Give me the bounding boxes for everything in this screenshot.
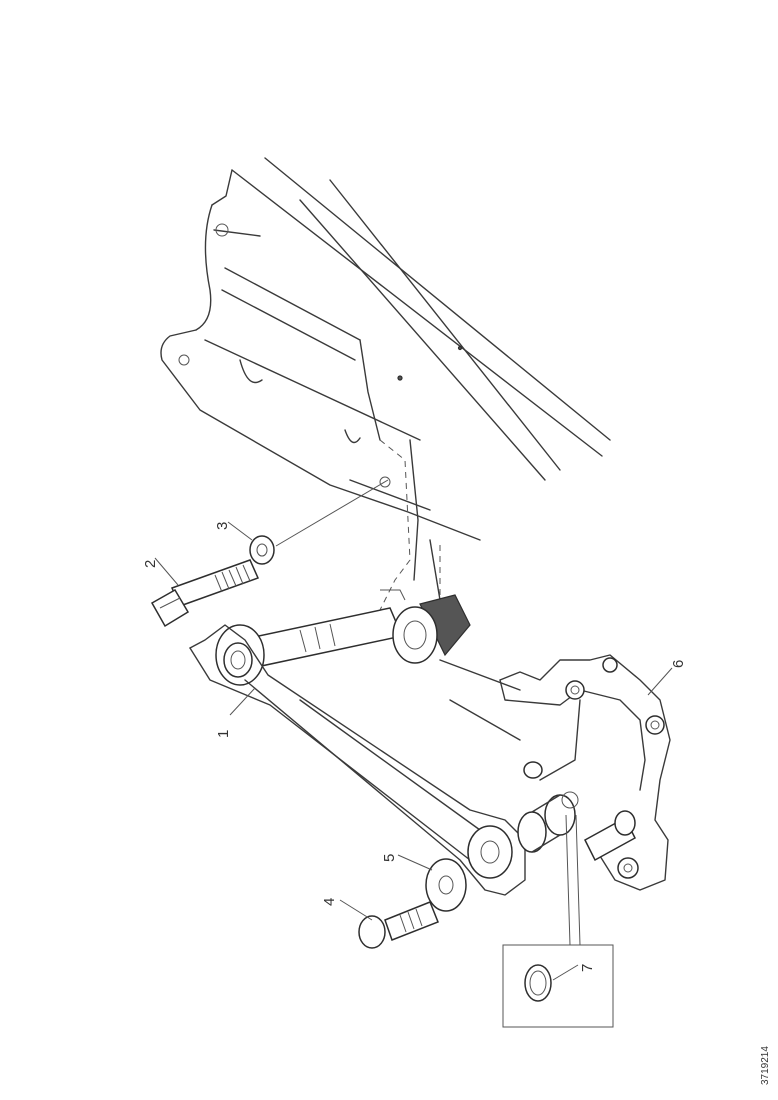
bolt-4	[358, 901, 439, 949]
control-arm-1	[189, 624, 526, 896]
callout-4: 4	[321, 898, 338, 906]
callout-leaders	[154, 521, 673, 921]
bracket-6	[439, 654, 671, 891]
washer-3	[249, 535, 275, 565]
link-rod	[215, 594, 471, 686]
detail-inset-7	[502, 814, 614, 1028]
callout-3: 3	[214, 522, 231, 530]
callout-6: 6	[670, 660, 687, 668]
callout-5: 5	[381, 854, 398, 862]
washer-5	[425, 858, 467, 912]
mounting-bracket	[379, 439, 441, 611]
bolt-2	[150, 559, 260, 628]
callout-7: 7	[579, 964, 596, 972]
lower-bushing	[517, 791, 579, 853]
callout-1: 1	[215, 730, 232, 738]
callout-2: 2	[142, 560, 159, 568]
reference-number: 3719214	[760, 1046, 771, 1085]
frame-rail	[160, 157, 611, 601]
bolt-leader-line	[275, 479, 389, 547]
